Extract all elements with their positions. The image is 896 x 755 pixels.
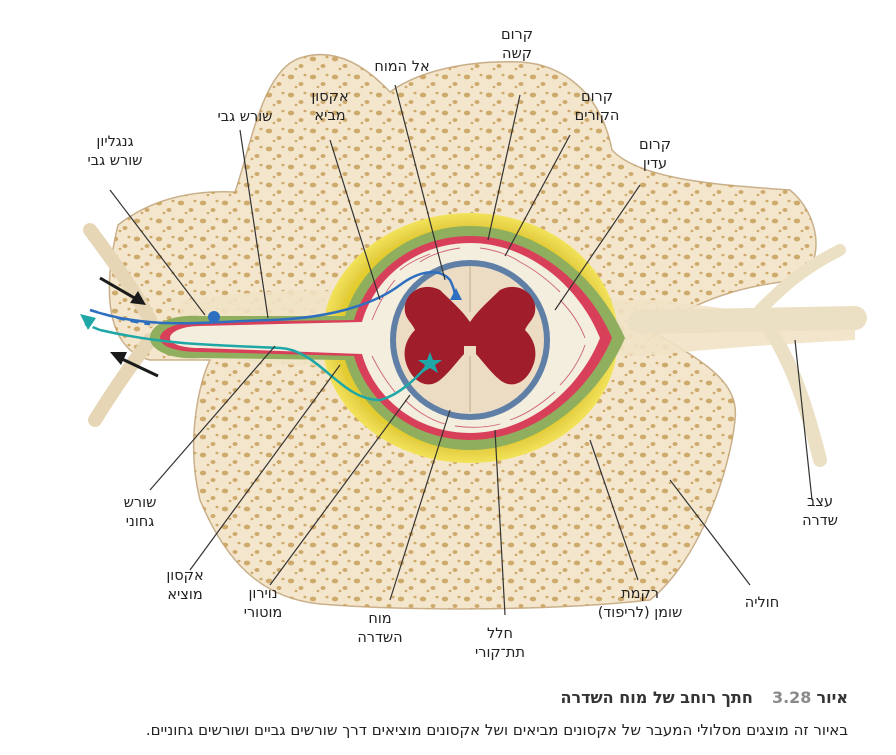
efferent-axon-path — [80, 314, 442, 402]
label-dorsal-root: שורש גבי — [217, 109, 273, 125]
label-vertebra: חוליה — [744, 595, 780, 611]
label-to-brain: אל המוח — [374, 59, 430, 75]
leader-lines — [109, 84, 813, 616]
nerve-branches — [83, 223, 867, 467]
figure-title: איור 3.28 חתך רוחב של מוח השדרה — [560, 688, 848, 707]
figure-title-text: חתך רוחב של מוח השדרה — [560, 688, 753, 707]
ganglion-cell-body — [208, 311, 220, 323]
motor-neuron-star-icon — [418, 352, 442, 373]
figure-caption: באיור זה מוצגים מסלולי המעבר של אקסונים … — [145, 721, 848, 739]
figure-number: 3.28 — [771, 688, 812, 707]
spinal-cord — [390, 260, 550, 420]
direction-arrows — [99, 276, 159, 378]
afferent-axon-path — [89, 271, 462, 326]
figure-prefix: איור — [816, 688, 848, 707]
